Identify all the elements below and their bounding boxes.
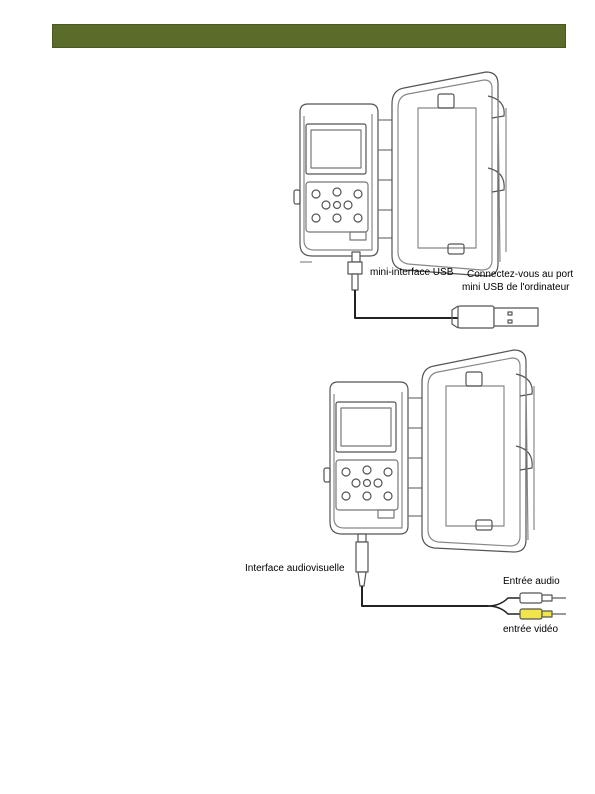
rca-video-body — [520, 609, 542, 619]
camera-usb-illustration — [294, 72, 506, 290]
camera-av-illustration — [324, 350, 534, 586]
av-interface-label: Interface audiovisuelle — [245, 563, 345, 575]
mini-usb-label: mini-interface USB — [370, 267, 453, 279]
rca-video-plug-icon — [520, 609, 566, 619]
usb-a-plug-icon — [452, 306, 538, 328]
audio-input-label: Entrée audio — [503, 576, 560, 588]
video-input-label: entrée vidéo — [503, 624, 558, 636]
pc-usb-label-line1: Connectez-vous au port — [467, 269, 573, 281]
rca-audio-plug-icon — [520, 593, 566, 603]
pc-usb-label-line2: mini USB de l'ordinateur — [462, 282, 570, 294]
rca-audio-body — [520, 593, 542, 603]
